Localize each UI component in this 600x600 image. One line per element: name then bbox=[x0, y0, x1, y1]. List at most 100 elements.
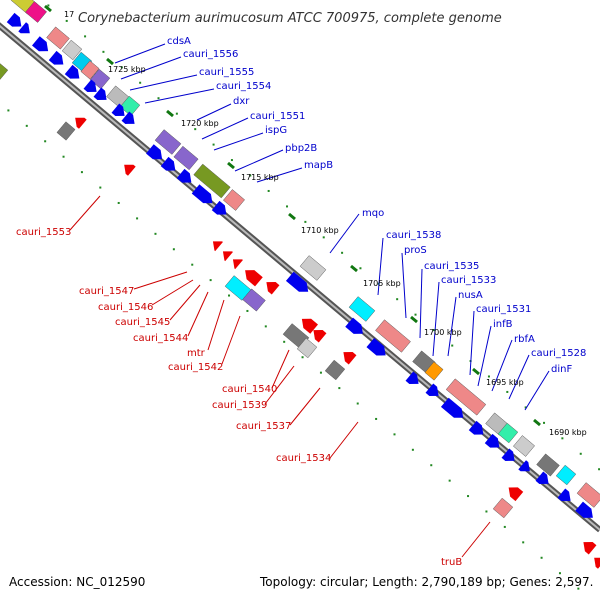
feature-block bbox=[242, 288, 266, 312]
feature-block bbox=[513, 435, 535, 457]
gc-dot bbox=[577, 587, 580, 590]
gc-dot bbox=[579, 452, 582, 455]
gene-arrow bbox=[48, 50, 64, 65]
gene-arrow bbox=[583, 542, 597, 555]
gc-dot bbox=[393, 433, 396, 436]
gc-dot bbox=[485, 510, 488, 513]
gene-label: proS bbox=[404, 245, 427, 256]
gene-arrow bbox=[440, 397, 464, 418]
leader-line bbox=[461, 521, 491, 558]
leader-line bbox=[129, 74, 198, 91]
leader-line bbox=[271, 349, 290, 389]
gc-dot bbox=[228, 294, 231, 297]
gc-dot bbox=[304, 220, 307, 223]
feature-block bbox=[555, 464, 577, 486]
gc-dot bbox=[341, 251, 344, 254]
leader-line bbox=[524, 370, 550, 411]
gc-dot bbox=[319, 371, 322, 374]
gc-dot bbox=[283, 340, 286, 343]
gc-dot bbox=[264, 325, 267, 328]
gene-label: pbp2B bbox=[285, 143, 317, 154]
gc-dot bbox=[487, 375, 490, 378]
gene-label: cauri_1533 bbox=[441, 275, 496, 286]
gene-arrow bbox=[285, 271, 309, 292]
scale-tick bbox=[472, 367, 480, 376]
feature-block bbox=[324, 359, 346, 381]
gc-dot bbox=[375, 417, 378, 420]
gc-dot bbox=[191, 263, 194, 266]
gene-arrow bbox=[93, 87, 107, 100]
feature-block bbox=[296, 337, 318, 359]
gc-dot bbox=[267, 189, 270, 192]
gene-arrow bbox=[6, 12, 22, 27]
gc-dot bbox=[448, 479, 451, 482]
gene-arrow bbox=[32, 36, 49, 52]
scale-tick bbox=[106, 57, 114, 66]
gene-arrow bbox=[557, 488, 571, 501]
gc-dot bbox=[522, 541, 525, 544]
gene-arrow bbox=[345, 317, 363, 334]
gene-arrow bbox=[146, 144, 163, 160]
leader-line bbox=[169, 284, 201, 321]
leader-line bbox=[196, 103, 232, 121]
gc-dot bbox=[7, 109, 10, 112]
gc-dot bbox=[411, 448, 414, 451]
gc-dot bbox=[44, 140, 47, 143]
scale-ticks bbox=[44, 4, 541, 427]
accession-text: Accession: NC_012590 bbox=[9, 575, 145, 589]
kbp-label: 1705 kbp bbox=[363, 279, 401, 288]
gc-dot bbox=[230, 159, 233, 162]
leader-line bbox=[508, 354, 530, 400]
scale-tick bbox=[288, 212, 296, 221]
feature-block bbox=[492, 497, 514, 519]
leader-line bbox=[221, 315, 241, 365]
gene-label: cdsA bbox=[167, 36, 191, 47]
leader-line bbox=[329, 421, 359, 459]
gc-dot bbox=[301, 356, 304, 359]
leader-line bbox=[256, 167, 303, 183]
gc-dot bbox=[524, 406, 527, 409]
scale-tick bbox=[533, 418, 541, 427]
gene-arrow bbox=[176, 168, 192, 183]
gc-dot bbox=[540, 556, 543, 559]
kbp-label: 17 bbox=[64, 10, 74, 19]
gc-dot bbox=[117, 201, 120, 204]
leader-line bbox=[151, 279, 194, 306]
gc-dot bbox=[65, 19, 68, 22]
gene-label: mapB bbox=[304, 160, 333, 171]
gc-dot bbox=[47, 4, 50, 7]
gc-dot bbox=[249, 174, 252, 177]
feature-block bbox=[154, 129, 182, 155]
gene-label: mqo bbox=[362, 208, 384, 219]
gc-dot bbox=[286, 205, 289, 208]
gene-label: cauri_1551 bbox=[250, 111, 305, 122]
summary-text: Topology: circular; Length: 2,790,189 bp… bbox=[259, 575, 593, 589]
gene-arrow bbox=[212, 241, 223, 252]
feature-block bbox=[0, 63, 9, 80]
gc-dot bbox=[172, 248, 175, 251]
gene-arrow bbox=[508, 487, 524, 502]
feature-block bbox=[223, 189, 245, 211]
gene-arrow bbox=[518, 460, 530, 472]
kbp-label: 1720 kbp bbox=[181, 119, 219, 128]
gene-arrow bbox=[64, 64, 80, 79]
gc-dot bbox=[503, 525, 506, 528]
gene-arrow bbox=[575, 501, 593, 518]
gene-arrows bbox=[6, 12, 600, 569]
feature-block bbox=[193, 163, 231, 199]
leader-line bbox=[201, 117, 249, 140]
gene-label: rbfA bbox=[514, 334, 535, 345]
gene-label: cauri_1534 bbox=[276, 453, 331, 464]
kbp-label: 1695 kbp bbox=[486, 378, 524, 387]
gene-arrow bbox=[501, 448, 515, 461]
gc-dot bbox=[396, 298, 399, 301]
gene-arrow bbox=[245, 270, 263, 287]
gene-label: cauri_1547 bbox=[79, 286, 134, 297]
scale-tick bbox=[44, 4, 52, 13]
leader-line bbox=[144, 88, 215, 104]
gc-dot bbox=[561, 437, 564, 440]
gene-label: mtr bbox=[187, 348, 206, 359]
gene-label: dxr bbox=[233, 96, 250, 107]
gc-dot bbox=[246, 309, 249, 312]
